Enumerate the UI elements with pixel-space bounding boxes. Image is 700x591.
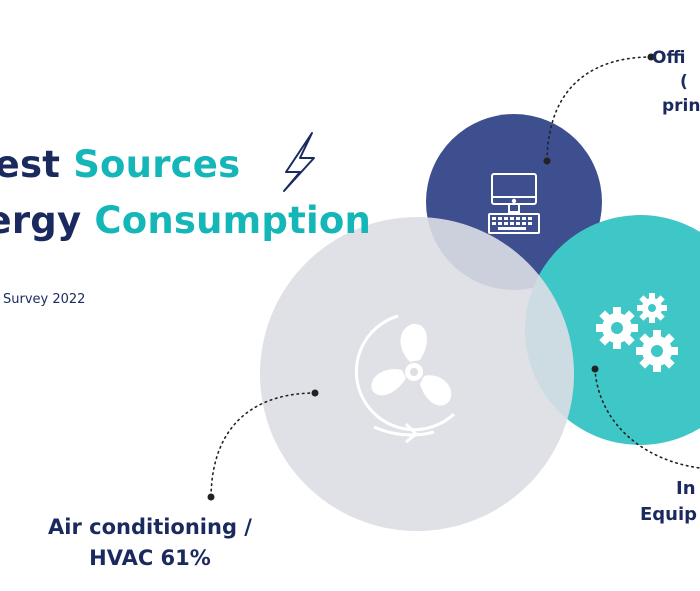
hvac-label-line: Air conditioning / xyxy=(48,515,252,539)
title-word-dark: gest xyxy=(0,143,61,186)
industrial-label: In Equip xyxy=(630,476,697,528)
computer-icon xyxy=(488,173,540,234)
office-label-line: Offi xyxy=(652,48,686,68)
title-line-1: gest Sources xyxy=(0,146,240,183)
industrial-label-line: In xyxy=(676,478,696,499)
hvac-label: Air conditioning / HVAC 61% xyxy=(25,512,275,574)
industrial-label-line: Equip xyxy=(640,504,698,525)
subtitle: Survey 2022 xyxy=(3,292,86,307)
title-line-2: nergy Consumption xyxy=(0,202,371,239)
title-word-dark: nergy xyxy=(0,199,82,242)
office-label-line: prin xyxy=(662,96,700,116)
office-connector-dot-end xyxy=(543,157,551,165)
office-label-line: ( xyxy=(680,72,688,92)
office-connector-dot-start xyxy=(647,53,655,61)
fan-icon xyxy=(354,314,456,444)
gears-icon xyxy=(596,293,678,372)
industrial-connector xyxy=(594,368,700,469)
hvac-label-line: HVAC 61% xyxy=(89,546,211,570)
hvac-connector-dot-end xyxy=(207,493,215,501)
industrial-connector-dot-start xyxy=(591,365,599,373)
title-word-teal: Consumption xyxy=(94,199,372,242)
office-connector xyxy=(546,56,652,162)
hvac-connector xyxy=(210,392,316,498)
office-label: Offi ( prin xyxy=(652,46,700,118)
hvac-connector-dot-start xyxy=(311,389,319,397)
title-word-teal: Sources xyxy=(73,143,241,186)
lightning-bolt-icon xyxy=(283,132,315,192)
